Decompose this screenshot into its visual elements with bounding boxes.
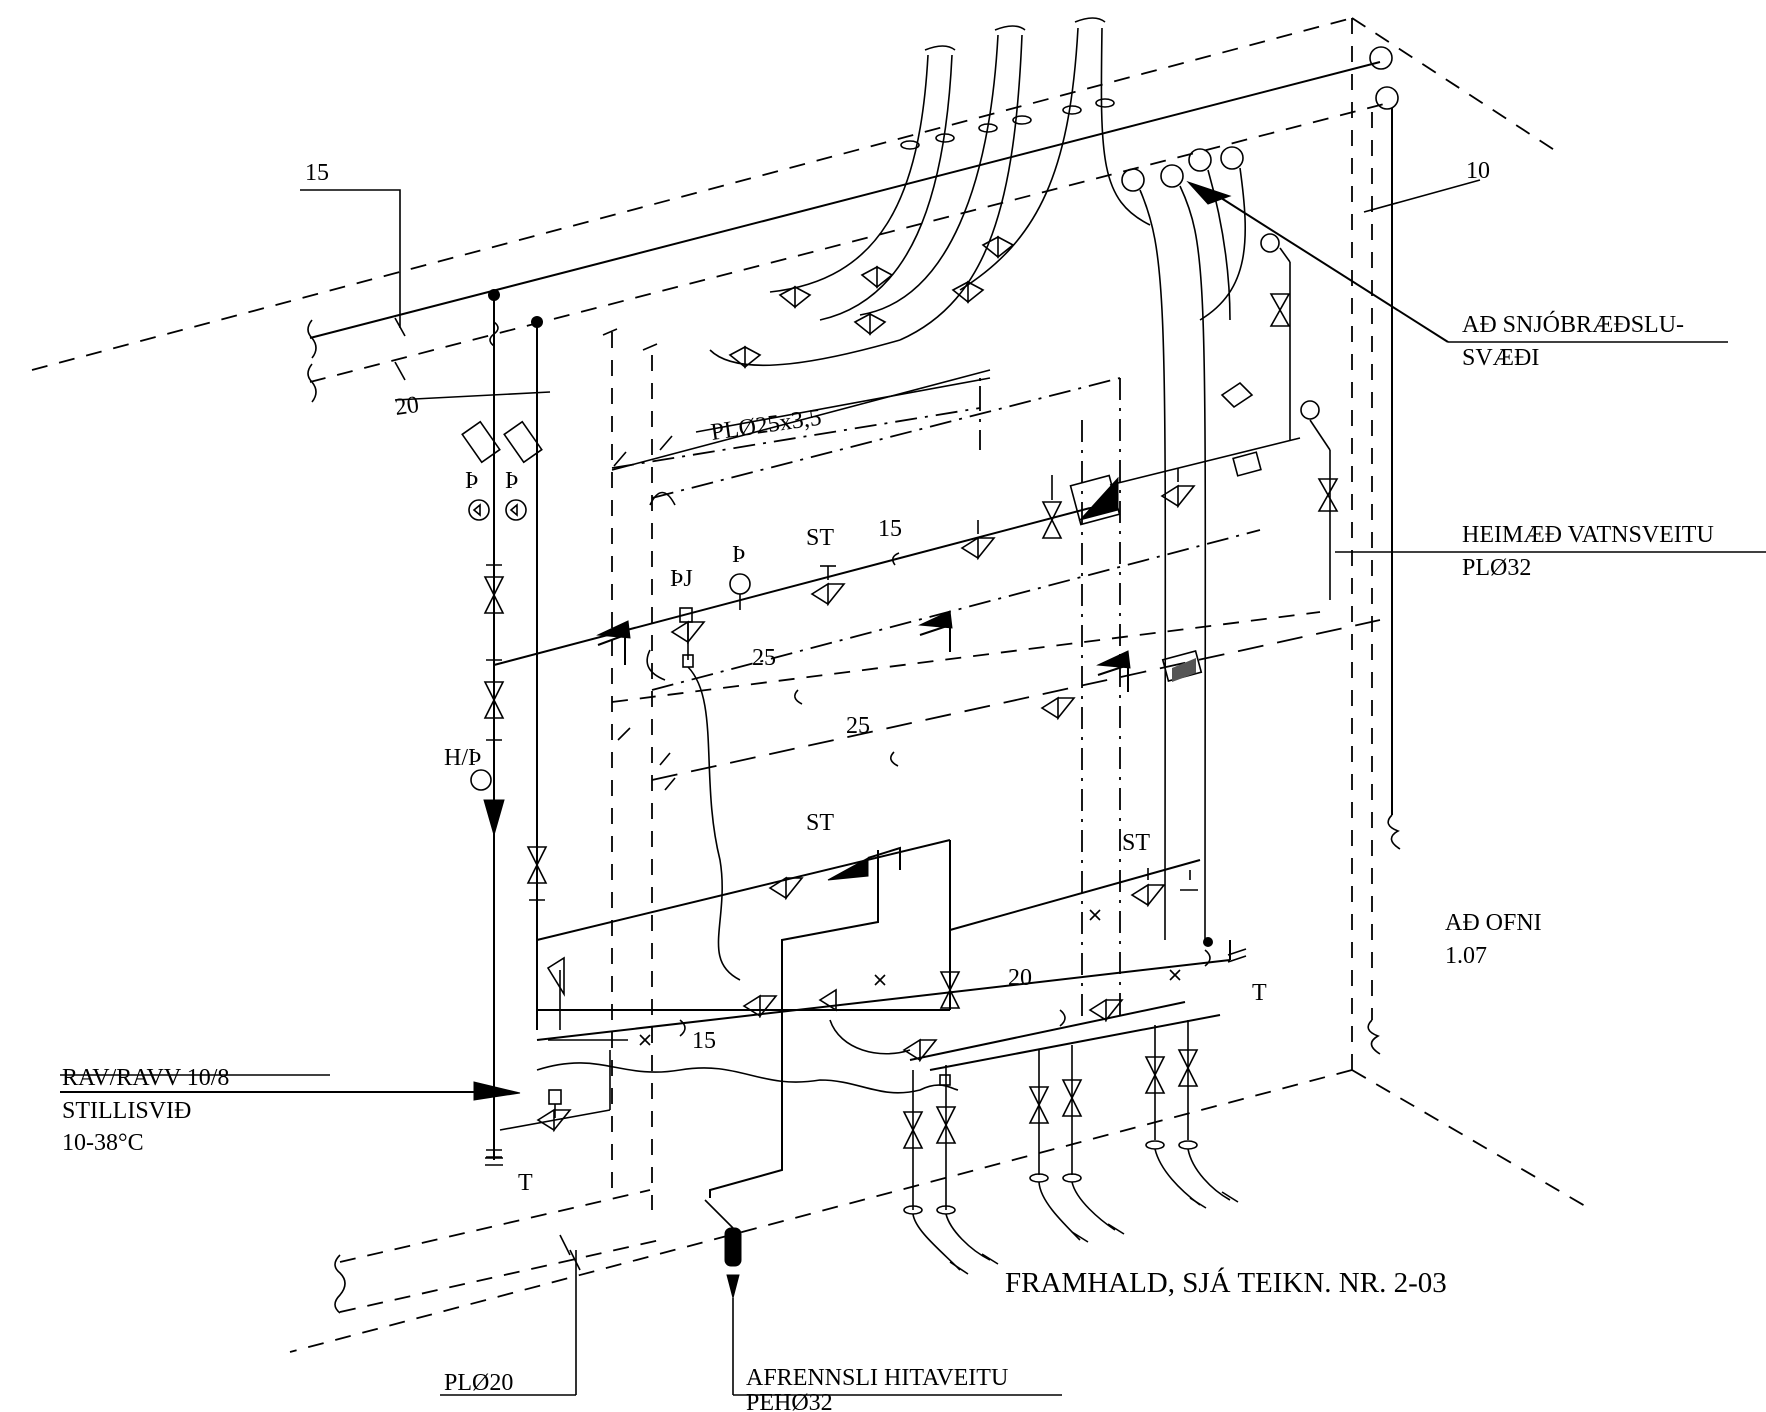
p-label-3: Þ (732, 542, 745, 568)
dim-20-low: 20 (1008, 965, 1032, 991)
central-supply (493, 437, 1301, 981)
st-label-2: ST (806, 810, 834, 836)
right-pipe-ends (1121, 146, 1728, 941)
heimaed-label-2: PLØ32 (1462, 555, 1531, 581)
p-label-1: Þ (465, 468, 478, 494)
dim-10: 10 (1466, 158, 1490, 184)
p-label-2: Þ (505, 468, 518, 494)
ad-ofni-label-2: 1.07 (1445, 943, 1487, 969)
leader-lines (300, 179, 1766, 553)
pl25-label: PLØ25x3,5 (709, 405, 823, 446)
snowmelt-risers (709, 17, 1151, 369)
rav-label-1: RAV/RAVV 10/8 (62, 1065, 229, 1091)
afrennsli-label-1: AFRENNSLI HITAVEITU (746, 1365, 1008, 1391)
t-right-label: T (1252, 980, 1267, 1006)
dim-20-left: 20 (393, 392, 420, 421)
st-label-1: ST (806, 525, 834, 551)
ad-snjo-label-2: SVÆÐI (1462, 345, 1539, 371)
pl20-label: PLØ20 (444, 1370, 513, 1396)
rav-label-2: STILLISVIÐ (62, 1098, 191, 1124)
ad-ofni-label-1: AÐ OFNI (1445, 910, 1542, 936)
left-vertical-pipes (60, 289, 548, 1160)
framhald-label: FRAMHALD, SJÁ TEIKN. NR. 2-03 (1005, 1266, 1447, 1299)
dim-25-a: 25 (752, 645, 776, 671)
dim-15-low: 15 (692, 1028, 716, 1054)
text-labels: 15 10 20 PLØ25x3,5 AÐ SNJÓBRÆÐSLU- SVÆÐI… (62, 158, 1714, 1412)
ad-snjo-label-1: AÐ SNJÓBRÆÐSLU- (1462, 311, 1684, 338)
manifold-branches (902, 1001, 1239, 1275)
dim-15-mid: 15 (878, 516, 902, 542)
dim-15-top: 15 (305, 160, 329, 186)
st-label-3: ST (1122, 830, 1150, 856)
lower-circuit (485, 839, 1247, 1198)
bottom-pipes (334, 1189, 1062, 1396)
top-main-pipes (307, 46, 1401, 1055)
pj-label: ÞJ (670, 566, 693, 592)
heating-circuits (602, 328, 1381, 1210)
afrennsli-label-2: PEHØ32 (746, 1390, 833, 1412)
hp-label: H/Þ (444, 745, 481, 771)
branch-valves (902, 1049, 1199, 1149)
return-circuits (617, 610, 1203, 791)
dim-25-b: 25 (846, 713, 870, 739)
rav-label-3: 10-38°C (62, 1130, 144, 1156)
t-left-label: T (518, 1170, 533, 1196)
heimaed-label-1: HEIMÆÐ VATNSVEITU (1462, 522, 1714, 548)
room-outline (31, 17, 1593, 1353)
